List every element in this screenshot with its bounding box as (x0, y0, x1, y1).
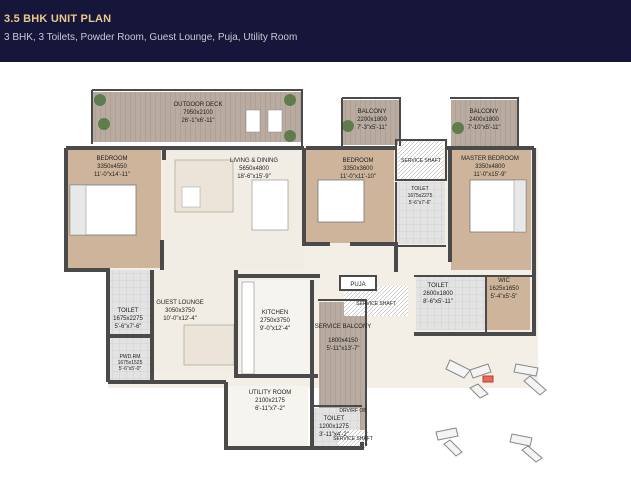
sofa-icon (174, 159, 234, 213)
pwdr-dim-mm: 1675x1525 (118, 360, 143, 366)
toilet-master-floor (416, 276, 486, 330)
drv-ob-label: DRV/RF OB (339, 408, 367, 414)
outdoor-deck-dim-mm: 7950x2100 (183, 110, 213, 116)
bedroom2-dim-mm: 3350x3600 (343, 166, 373, 172)
kitchen-name: KITCHEN (262, 310, 288, 316)
toilet-util-dim-ft: 3'-11"x4'-2" (319, 432, 349, 438)
toilet-b1-dim-mm: 1675x2275 (113, 316, 143, 322)
kitchen-dim-mm: 2750x3750 (260, 318, 290, 324)
bedroom1-dim-ft: 11'-0"x14'-11" (94, 172, 130, 178)
outdoor-deck-dim-ft: 26'-1"x6'-11" (181, 118, 214, 124)
balcony1-name: BALCONY (358, 109, 387, 115)
pwdr-name: PWD.RM (120, 354, 141, 360)
toilet-master-dim-ft: 8'-6"x5'-11" (423, 299, 453, 305)
guest-lounge-name: GUEST LOUNGE (156, 300, 204, 306)
outdoor-deck-name: OUTDOOR DECK (173, 102, 222, 108)
toilet-b2-floor (397, 182, 445, 244)
wic-floor (486, 276, 530, 330)
master-dim-ft: 11'-0"x15'-9" (473, 172, 506, 178)
tower-icon (435, 427, 463, 457)
puja-label: PUJA (350, 282, 365, 288)
wic-dim-ft: 5'-4"x5'-5" (491, 294, 518, 300)
pwdr-dim-ft: 5'-6"x5'-0" (119, 366, 142, 372)
guest-lounge-dim-mm: 3050x3750 (165, 308, 195, 314)
toilet-master-dim-mm: 2600x1800 (423, 291, 453, 297)
service-shaft2-label: SERVICE SHAFT (356, 301, 396, 307)
balcony1-dim-ft: 7'-3"x5'-11" (357, 125, 387, 131)
wic-name: WIC (498, 278, 510, 284)
toilet-util-dim-mm: 1200x1275 (319, 424, 349, 430)
dining-table-icon (251, 179, 289, 231)
toilet-b2-dim-ft: 5'-6"x7'-6" (409, 200, 432, 206)
header-bar: 3.5 BHK UNIT PLAN 3 BHK, 3 Toilets, Powd… (0, 0, 631, 62)
toilet-util-name: TOILET (324, 416, 345, 422)
puja-floor (340, 276, 376, 290)
balcony2-dim-ft: 7'-10"x5'-11" (467, 125, 500, 131)
page-title: 3.5 BHK UNIT PLAN (4, 13, 112, 25)
guest-lounge-dim-ft: 10'-0"x12'-4" (163, 316, 197, 322)
service-shaft3-label: SERVICE SHAFT (333, 436, 373, 442)
service-shaft1-label: SERVICE SHAFT (401, 158, 441, 164)
balcony2-floor (451, 100, 517, 147)
tower-icon (509, 433, 543, 463)
service-balcony-dim-mm: 1800x4150 (328, 338, 358, 344)
living-name: LIVING & DINING (230, 158, 278, 164)
walls (64, 146, 536, 450)
outdoor-deck-floor (92, 92, 302, 142)
living-dim-mm: 5650x4800 (239, 166, 269, 172)
tower-icon (513, 363, 547, 396)
toilet-b2-name: TOILET (411, 186, 428, 192)
bed-icon (69, 184, 137, 236)
bedroom1-name: BEDROOM (96, 156, 127, 162)
lounger-icon (245, 109, 283, 133)
bedroom2-dim-ft: 11'-0"x11'-10" (340, 174, 376, 180)
service-balcony-dim-ft: 5'-11"x13'-7" (326, 346, 359, 352)
balcony1-dim-mm: 2200x1800 (357, 117, 387, 123)
utility-dim-mm: 2100x2175 (255, 398, 285, 404)
utility-name: UTILITY ROOM (249, 390, 292, 396)
bed-icon (317, 179, 365, 223)
living-dim-ft: 18'-6"x15'-9" (237, 174, 271, 180)
bedroom1-dim-mm: 3350x4550 (97, 164, 127, 170)
wic-dim-mm: 1625x1650 (489, 286, 519, 292)
toilet-master-name: TOILET (428, 283, 449, 289)
kitchen-dim-ft: 9'-0"x12'-4" (260, 326, 290, 332)
master-name: MASTER BEDROOM (461, 156, 519, 162)
utility-dim-ft: 6'-11"x7'-2" (255, 406, 285, 412)
toilet-b1-floor (108, 270, 152, 336)
pwdr-floor (108, 336, 152, 380)
key-plan (435, 359, 547, 463)
balcony2-name: BALCONY (470, 109, 499, 115)
toilet-b2-dim-mm: 1675x2275 (408, 193, 433, 199)
bedroom2-name: BEDROOM (342, 158, 373, 164)
utility-floor (228, 386, 308, 446)
kitchen-counter (241, 281, 255, 375)
page-subtitle: 3 BHK, 3 Toilets, Powder Room, Guest Lou… (4, 32, 298, 43)
service-shaft1 (398, 140, 443, 180)
toilet-b1-dim-ft: 5'-6"x7'-6" (115, 324, 142, 330)
thin-walls (91, 89, 534, 446)
service-balcony-name: SERVICE BALCONY (315, 324, 372, 330)
master-dim-mm: 3350x4800 (475, 164, 505, 170)
tower-icon (445, 359, 494, 399)
tree-icon (94, 94, 464, 142)
toilet-b1-name: TOILET (118, 308, 139, 314)
bed-icon (469, 179, 527, 233)
sofa-icon (183, 324, 235, 366)
balcony2-dim-mm: 2400x1800 (469, 117, 499, 123)
